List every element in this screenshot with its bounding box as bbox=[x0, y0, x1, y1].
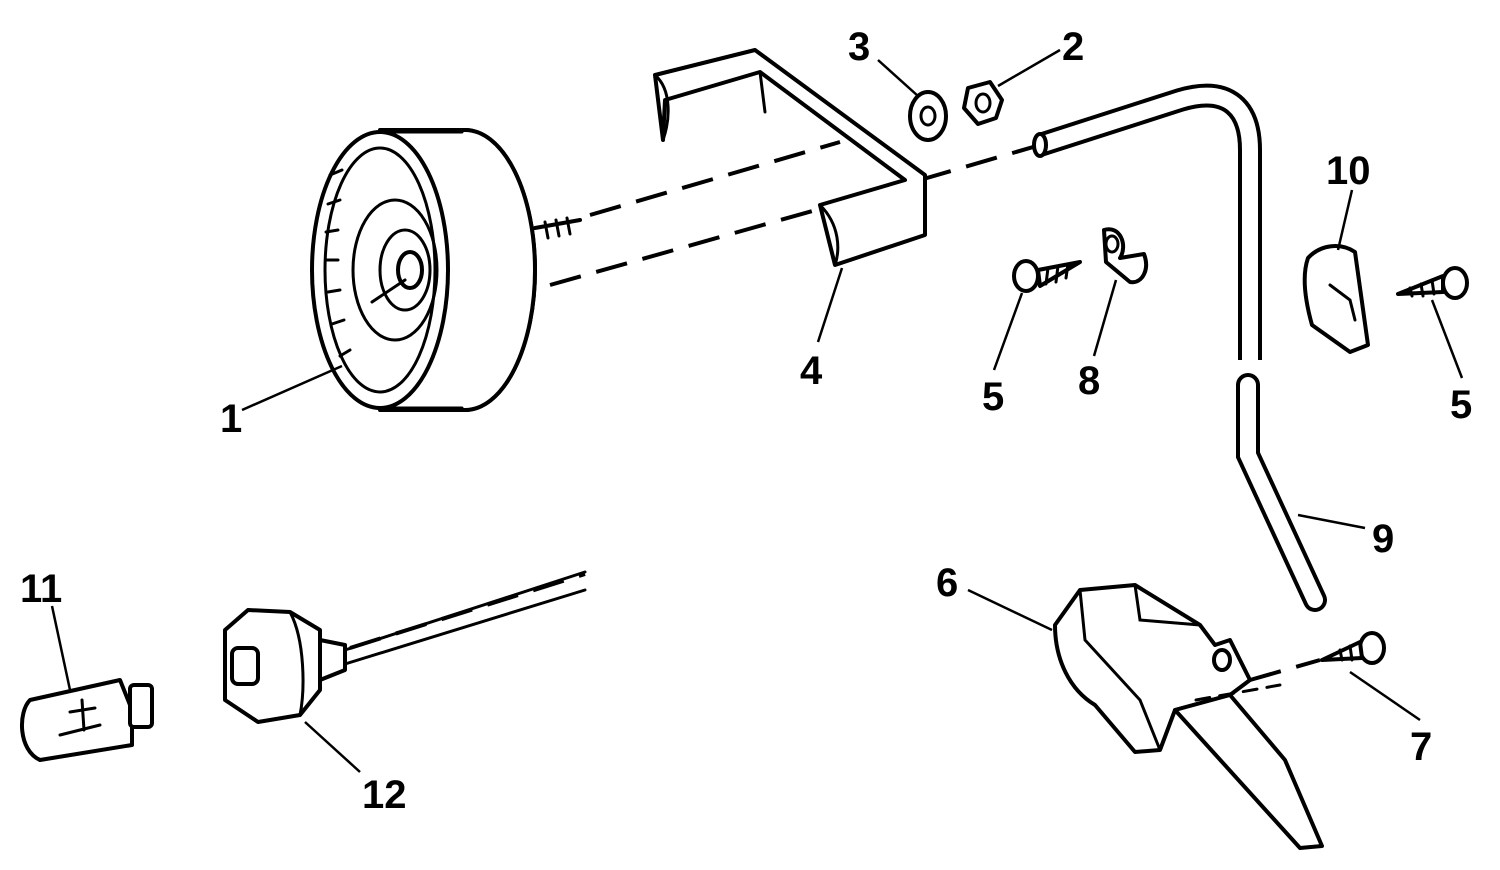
callout-8: 8 bbox=[1078, 359, 1100, 403]
leader-5a bbox=[992, 292, 1024, 371]
leader-10 bbox=[1336, 189, 1354, 251]
callout-9: 9 bbox=[1372, 517, 1394, 561]
assembly-line-stud bbox=[589, 140, 841, 217]
cover-plate bbox=[1302, 244, 1370, 354]
callout-5a: 5 bbox=[982, 375, 1004, 419]
switch bbox=[1053, 583, 1324, 850]
leader-8 bbox=[1092, 279, 1118, 357]
callout-7: 7 bbox=[1410, 725, 1432, 769]
callout-1: 1 bbox=[220, 397, 242, 441]
callout-11: 11 bbox=[20, 567, 62, 611]
hex-nut bbox=[962, 80, 1004, 126]
hose-clip bbox=[1102, 227, 1149, 285]
lockwasher bbox=[908, 90, 948, 142]
hose bbox=[1032, 83, 1327, 612]
callout-5b: 5 bbox=[1450, 383, 1472, 427]
leader-9 bbox=[1297, 513, 1366, 530]
mounting-bracket bbox=[653, 48, 927, 267]
leader-6 bbox=[967, 588, 1053, 632]
callout-3: 3 bbox=[848, 25, 870, 69]
screw-switch bbox=[1320, 631, 1386, 665]
callout-12: 12 bbox=[362, 773, 407, 817]
leader-1 bbox=[241, 364, 343, 412]
screw-right bbox=[1396, 266, 1469, 300]
assembly-line-switch-screw bbox=[1249, 658, 1321, 682]
callout-10: 10 bbox=[1326, 149, 1371, 193]
leader-5b bbox=[1430, 299, 1464, 379]
callout-6: 6 bbox=[936, 561, 958, 605]
assembly-line-hose bbox=[919, 143, 1041, 182]
screw-left bbox=[1012, 259, 1082, 293]
assembly-line-bracket bbox=[549, 204, 831, 287]
leader-3 bbox=[877, 59, 919, 97]
leader-4 bbox=[816, 267, 844, 343]
lamp-bulb bbox=[19, 678, 154, 762]
leader-2 bbox=[997, 48, 1061, 88]
gauge bbox=[310, 128, 582, 412]
leader-11 bbox=[50, 605, 72, 691]
leader-12 bbox=[304, 721, 361, 773]
callout-4: 4 bbox=[800, 349, 823, 393]
lamp-socket bbox=[223, 570, 587, 724]
leader-7 bbox=[1349, 670, 1421, 722]
callout-2: 2 bbox=[1062, 25, 1084, 69]
